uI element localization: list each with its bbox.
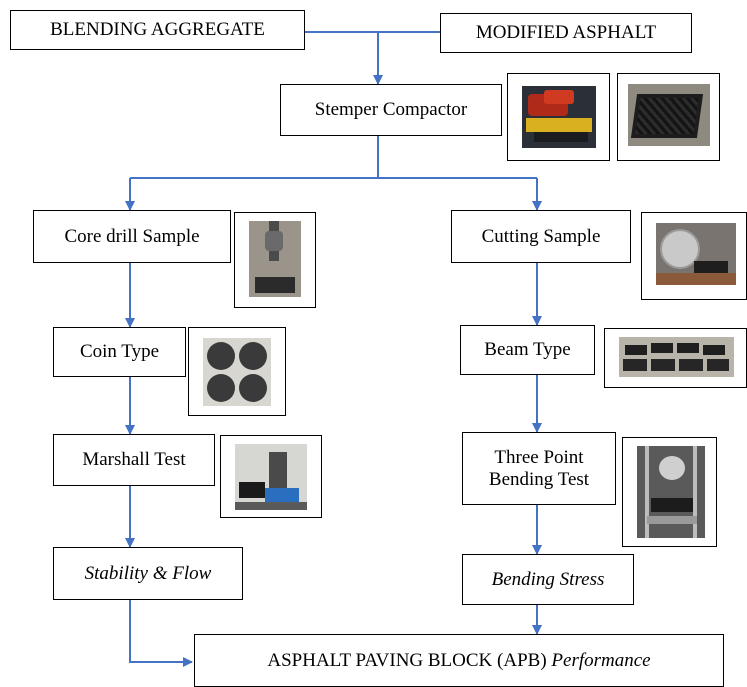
core-drill-sample-label: Core drill Sample — [64, 225, 200, 247]
apb-performance-box: ASPHALT PAVING BLOCK (APB) Performance — [194, 634, 724, 687]
arrow-stability-to-apb — [129, 600, 193, 667]
blending-aggregate-label: BLENDING AGGREGATE — [50, 19, 265, 40]
blending-aggregate-box: BLENDING AGGREGATE — [10, 10, 305, 50]
stemper-compactor-box: Stemper Compactor — [280, 84, 502, 136]
three-point-machine-photo — [637, 446, 705, 538]
apb-performance-label: ASPHALT PAVING BLOCK (APB) Performance — [267, 650, 650, 672]
beam-type-box: Beam Type — [460, 325, 595, 375]
three-point-bending-box: Three Point Bending Test — [462, 432, 616, 505]
coin-type-box: Coin Type — [53, 327, 186, 377]
cutting-sample-box: Cutting Sample — [451, 210, 631, 263]
cutting-sample-label: Cutting Sample — [481, 225, 601, 247]
marshall-test-label: Marshall Test — [82, 449, 186, 470]
coin-samples-photo — [203, 338, 271, 406]
three-point-label-line2: Bending Test — [488, 468, 590, 490]
compactor-machine-photo-frame — [507, 73, 610, 161]
beam-samples-photo-frame — [604, 328, 747, 388]
beam-type-label: Beam Type — [484, 339, 571, 360]
bending-stress-label: Bending Stress — [491, 568, 605, 590]
apb-prefix-text: ASPHALT PAVING BLOCK (APB) — [267, 649, 547, 671]
beam-samples-photo — [619, 337, 734, 377]
modified-asphalt-box: MODIFIED ASPHALT — [440, 13, 692, 53]
core-drill-photo-frame — [234, 212, 316, 308]
marshall-machine-photo — [235, 444, 307, 510]
bending-stress-box: Bending Stress — [462, 554, 634, 605]
core-drill-sample-box: Core drill Sample — [33, 210, 231, 263]
marshall-test-box: Marshall Test — [53, 434, 215, 486]
stemper-compactor-label: Stemper Compactor — [314, 99, 468, 120]
three-point-machine-photo-frame — [622, 437, 717, 547]
compacted-slab-photo-frame — [617, 73, 720, 161]
modified-asphalt-label: MODIFIED ASPHALT — [475, 22, 657, 43]
cutting-saw-photo-frame — [641, 212, 747, 300]
three-point-label-line1: Three Point — [494, 446, 584, 468]
compactor-machine-photo — [522, 86, 596, 148]
coin-samples-photo-frame — [188, 327, 286, 416]
compacted-slab-photo — [628, 84, 710, 146]
apb-suffix-text: Performance — [551, 649, 651, 671]
stability-flow-box: Stability & Flow — [53, 547, 243, 600]
marshall-machine-photo-frame — [220, 435, 322, 518]
core-drill-photo — [249, 221, 301, 297]
stability-flow-label: Stability & Flow — [84, 562, 212, 584]
coin-type-label: Coin Type — [79, 341, 160, 362]
cutting-saw-photo — [656, 223, 736, 285]
